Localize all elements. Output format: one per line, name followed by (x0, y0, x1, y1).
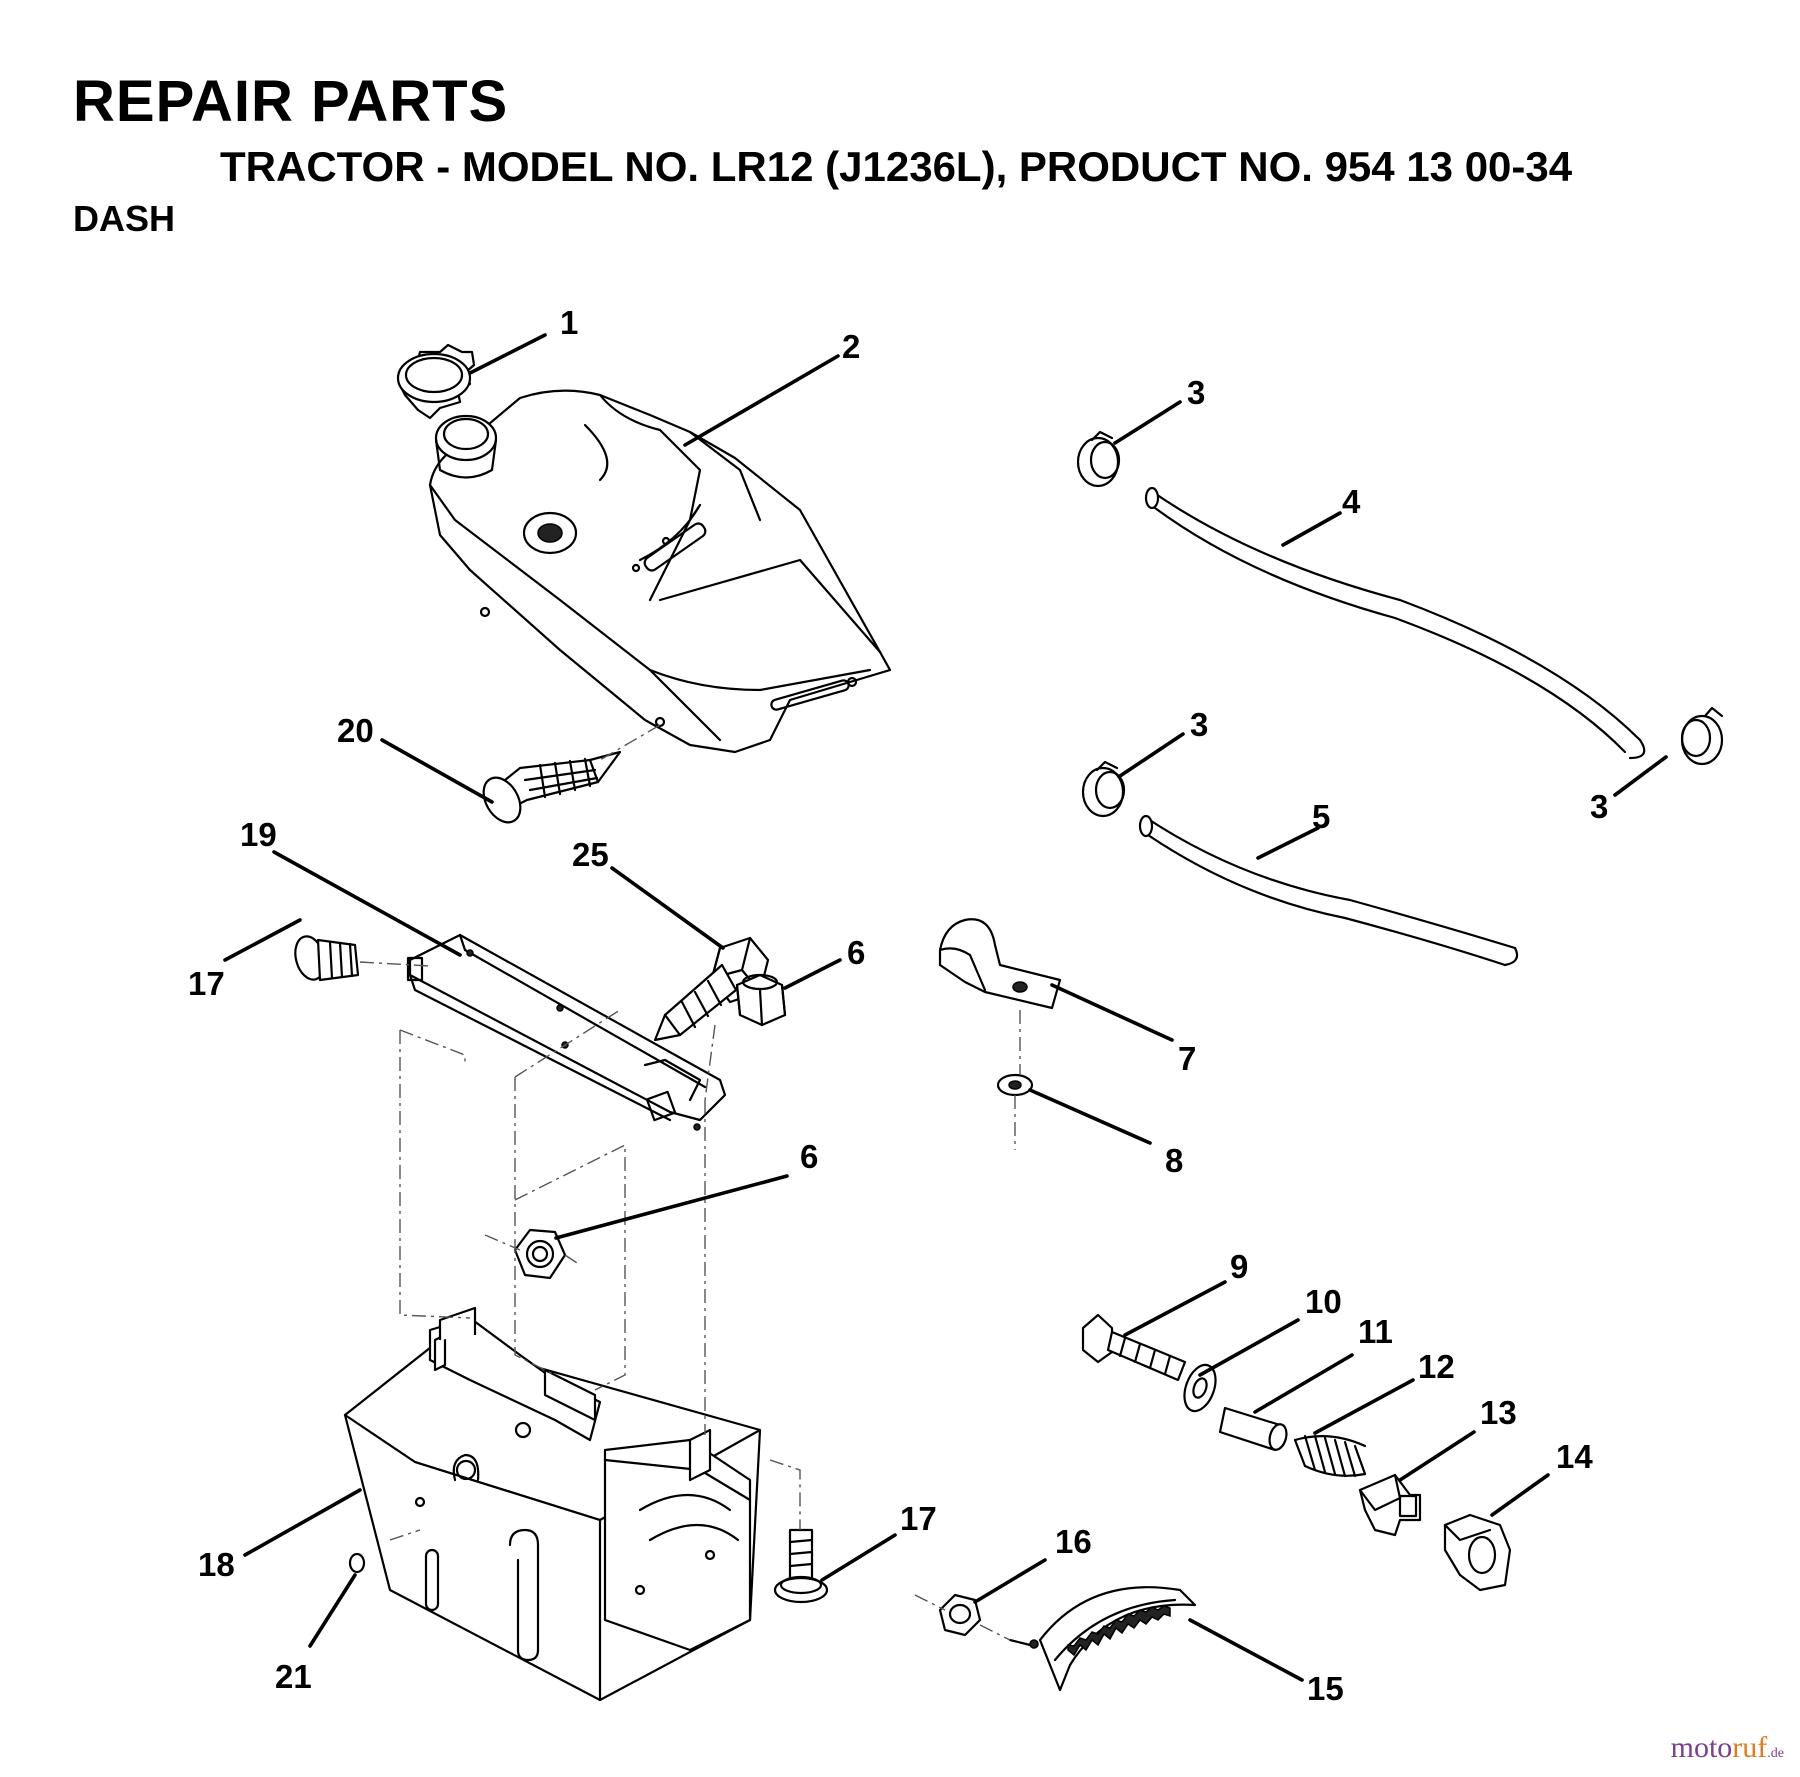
callout-6-lower: 6 (800, 1138, 818, 1175)
callout-13: 13 (1480, 1394, 1517, 1431)
callout-5: 5 (1312, 798, 1330, 835)
callout-17-upper: 17 (188, 965, 225, 1002)
callout-2: 2 (842, 328, 860, 365)
callout-3-mid: 3 (1190, 706, 1208, 743)
callout-10: 10 (1305, 1283, 1342, 1320)
bolt-upper-part (294, 935, 360, 982)
model-subtitle: TRACTOR - MODEL NO. LR12 (J1236L), PRODU… (220, 143, 1573, 190)
page-title: REPAIR PARTS (73, 69, 509, 134)
callout-12: 12 (1418, 1348, 1455, 1385)
quadrant-plate-part (1008, 1586, 1197, 1692)
bracket-bar-part (406, 933, 727, 1131)
callout-3-right: 3 (1590, 788, 1608, 825)
callout-labels: 1 2 3 4 3 3 5 20 19 25 17 6 7 8 6 9 10 1… (188, 304, 1608, 1707)
nut-16-part (938, 1593, 982, 1637)
callout-15: 15 (1307, 1670, 1344, 1707)
callout-4: 4 (1342, 483, 1361, 520)
callout-6-upper: 6 (847, 934, 865, 971)
callout-16: 16 (1055, 1523, 1092, 1560)
hose-clip-part (938, 918, 1062, 1010)
clip-part (348, 1552, 366, 1574)
bolt-lower-part (773, 1528, 829, 1604)
callout-17-lower: 17 (900, 1500, 937, 1537)
section-label: DASH (73, 198, 176, 239)
hose-clamp-right-part (1680, 706, 1724, 766)
fuel-hose-long-part (1144, 486, 1646, 760)
bolt-9-part (1081, 1313, 1187, 1382)
washer-8-part (996, 1073, 1034, 1097)
callout-8: 8 (1165, 1142, 1183, 1179)
hose-clamp-mid-part (1081, 760, 1126, 818)
hose-clamp-top-part (1076, 430, 1121, 488)
nut-lower-part (513, 1228, 567, 1280)
watermark-logo: motoruf.de (1670, 1731, 1784, 1764)
spring-12-part (1293, 1434, 1367, 1478)
fuel-hose-short-part (1138, 814, 1519, 967)
nut-upper-part (735, 973, 787, 1027)
callout-3-top: 3 (1187, 374, 1205, 411)
callout-11: 11 (1358, 1313, 1393, 1350)
callout-14: 14 (1556, 1438, 1593, 1475)
callout-18: 18 (198, 1546, 235, 1583)
washer-10-part (1183, 1363, 1217, 1413)
callout-20: 20 (337, 712, 374, 749)
callout-1: 1 (560, 304, 578, 341)
spacer-11-part (1218, 1406, 1288, 1452)
knob-bracket-part (1443, 1513, 1512, 1592)
callout-7: 7 (1178, 1040, 1196, 1077)
callout-21: 21 (275, 1658, 312, 1695)
fuel-cap-part (396, 343, 476, 420)
screw-part (482, 750, 622, 824)
leader-lines (223, 333, 1668, 1682)
fuel-tank-part (428, 389, 892, 754)
callout-9: 9 (1230, 1248, 1248, 1285)
alignment-lines (359, 724, 1021, 1641)
callout-19: 19 (240, 816, 277, 853)
callout-25: 25 (572, 836, 609, 873)
dash-panel-part (343, 1306, 762, 1702)
lever-tab-part (1358, 1473, 1422, 1537)
